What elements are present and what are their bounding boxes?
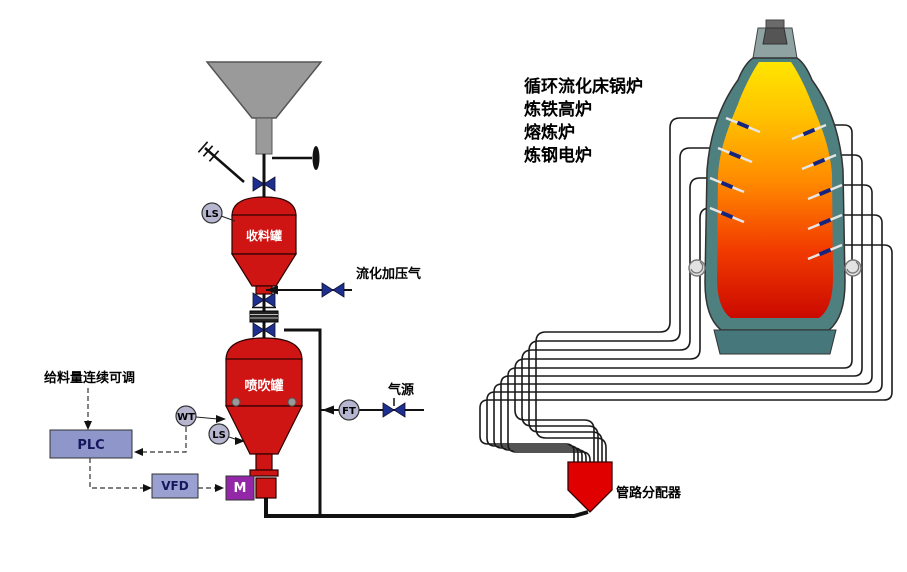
level-switch-upper-label: LS xyxy=(205,209,219,220)
expansion-bellows xyxy=(249,310,279,323)
lance-nozzle-icon xyxy=(720,210,734,220)
fluidization-valve-icon xyxy=(321,282,345,298)
furnace-mouth-opening xyxy=(762,27,788,45)
pipe-bundle xyxy=(479,117,893,462)
receiving-tank: 收料罐 xyxy=(230,196,298,295)
injection-tank-cone xyxy=(225,405,303,455)
flow-arrow-icon xyxy=(266,285,278,295)
control-system: 给料量连续可调 PLC VFD M xyxy=(44,370,255,501)
lance-nozzle-icon xyxy=(818,187,832,197)
lance-nozzle-icon xyxy=(812,157,826,167)
injection-lances xyxy=(709,116,843,261)
inlet-branch-pipe xyxy=(204,147,245,183)
feed-hopper-assembly xyxy=(197,61,323,183)
rotary-feeder xyxy=(255,477,277,499)
wt-to-plc-dash xyxy=(140,427,187,453)
dash-arrow-icon xyxy=(215,484,224,492)
flange-tick xyxy=(197,141,209,153)
lance-nozzle-icon xyxy=(818,247,832,257)
trunnion-left-curl xyxy=(690,261,704,274)
furnace-type-list: 循环流化床锅炉 炼铁高炉 熔炼炉 炼钢电炉 xyxy=(524,76,643,166)
dash-arrow-icon xyxy=(143,484,152,492)
flange-tick xyxy=(202,145,214,157)
receiving-tank-label: 收料罐 xyxy=(246,228,282,243)
lance-nozzle-icon xyxy=(720,180,734,190)
conveying-main-pipe xyxy=(264,498,589,518)
fluidization-gas-line: 流化加压气 xyxy=(266,266,421,298)
furnace xyxy=(704,19,846,355)
conveying-pipe xyxy=(479,244,893,462)
trunnion-right-curl xyxy=(846,261,860,274)
injection-tank-dome xyxy=(225,337,303,361)
discharge-valve-icon xyxy=(252,292,276,308)
conveying-pipe xyxy=(514,207,714,462)
feed-hopper xyxy=(205,61,323,119)
pressure-balance-line xyxy=(284,328,322,516)
furnace-type-item: 炼钢电炉 xyxy=(524,145,592,166)
dash-arrow-icon xyxy=(134,448,143,456)
plc-label: PLC xyxy=(77,438,104,453)
cone-fitting xyxy=(231,397,241,407)
injection-tank: 喷吹罐 xyxy=(225,337,303,499)
conveying-pipe xyxy=(535,117,730,462)
feed-adjust-label: 给料量连续可调 xyxy=(44,370,135,386)
gas-source-line: FT 气源 xyxy=(320,382,424,421)
flange-tick xyxy=(208,150,220,162)
dash-arrow-icon xyxy=(84,421,92,430)
flow-transmitter xyxy=(338,399,360,421)
furnace-base xyxy=(713,329,837,355)
handwheel-icon xyxy=(312,146,320,170)
lance-nozzle-icon xyxy=(736,120,750,130)
plc-box xyxy=(49,429,133,459)
receiving-tank-dome xyxy=(231,196,297,217)
level-switch-lower xyxy=(208,423,230,445)
furnace-trunnions xyxy=(688,259,862,277)
vfd-label: VFD xyxy=(161,479,188,493)
ls-upper-leader xyxy=(220,215,236,222)
furnace-type-item: 炼铁高炉 xyxy=(524,99,592,120)
conveying-pipe xyxy=(521,177,714,462)
injection-tank-label: 喷吹罐 xyxy=(244,378,283,394)
gas-source-valve-icon xyxy=(382,402,406,418)
gas-source-label: 气源 xyxy=(388,382,414,398)
weight-transmitter-label: WT xyxy=(177,412,195,423)
lance-nozzle-icon xyxy=(818,217,832,227)
receiving-tank-body xyxy=(231,214,297,255)
outlet-flange xyxy=(249,469,279,477)
injection-tank-body xyxy=(225,358,303,407)
inlet-valve-icon xyxy=(252,176,276,192)
ls-arrow-icon xyxy=(235,437,245,445)
fluidization-gas-label: 流化加压气 xyxy=(356,266,421,282)
conveying-pipe xyxy=(528,147,722,462)
motor-box xyxy=(225,475,255,501)
lance-nozzle-icon xyxy=(802,127,816,137)
weight-transmitter xyxy=(175,405,197,427)
flow-transmitter-label: FT xyxy=(342,406,356,417)
furnace-type-item: 循环流化床锅炉 xyxy=(524,76,643,97)
level-switch-upper xyxy=(201,202,223,224)
receiving-tank-cone xyxy=(230,253,298,287)
hopper-stem xyxy=(255,117,273,155)
wt-leader xyxy=(195,416,219,420)
plc-to-vfd-dash xyxy=(89,458,146,489)
vfd-box xyxy=(151,473,199,499)
distributor-label: 管路分配器 xyxy=(616,485,682,501)
injection-inlet-valve-icon xyxy=(252,322,276,338)
gas-flow-arrow-icon xyxy=(322,405,334,415)
motor-label: M xyxy=(234,481,247,496)
furnace-type-item: 熔炼炉 xyxy=(524,122,575,143)
lance-nozzle-icon xyxy=(728,150,742,160)
cone-fitting xyxy=(287,397,297,407)
pipeline-distributor xyxy=(567,461,613,513)
level-switch-lower-label: LS xyxy=(212,430,226,441)
injection-tank-outlet xyxy=(255,453,273,471)
wt-arrow-icon xyxy=(216,415,226,423)
